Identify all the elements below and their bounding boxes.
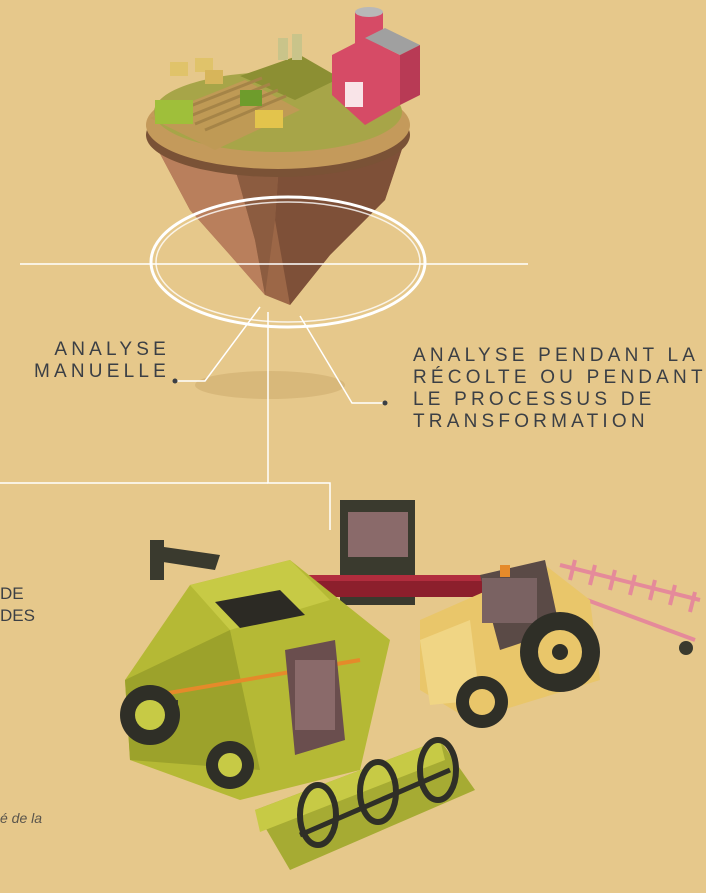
tractor-illustration xyxy=(420,559,701,728)
label-harvest-line-1: ANALYSE PENDANT LA xyxy=(413,345,700,366)
cropped-text-line-2: DES xyxy=(0,606,35,625)
cropped-footnote: é de la xyxy=(0,810,43,826)
floating-farm-island-illustration xyxy=(146,7,420,399)
combine-harvester-illustration xyxy=(120,540,475,870)
connector-lines xyxy=(0,306,385,530)
label-harvest-analysis: ANALYSE PENDANT LA RÉCOLTE OU PENDANT LE… xyxy=(413,345,706,433)
label-harvest-line-3: LE PROCESSUS DE xyxy=(413,389,656,410)
label-harvest-line-4: TRANSFORMATION xyxy=(413,411,649,432)
grain-header-illustration xyxy=(270,500,525,605)
connector-harvest xyxy=(299,315,385,404)
connector-down xyxy=(267,312,331,530)
cropped-text-line-1: DE xyxy=(0,584,24,603)
label-manual-line-1: ANALYSE xyxy=(54,339,170,360)
connector-manual xyxy=(175,306,261,382)
label-manual-analysis: ANALYSE MANUELLE xyxy=(34,339,170,383)
label-harvest-line-2: RÉCOLTE OU PENDANT xyxy=(413,367,706,388)
orbit-rings xyxy=(20,195,528,329)
label-manual-line-2: MANUELLE xyxy=(33,361,170,382)
